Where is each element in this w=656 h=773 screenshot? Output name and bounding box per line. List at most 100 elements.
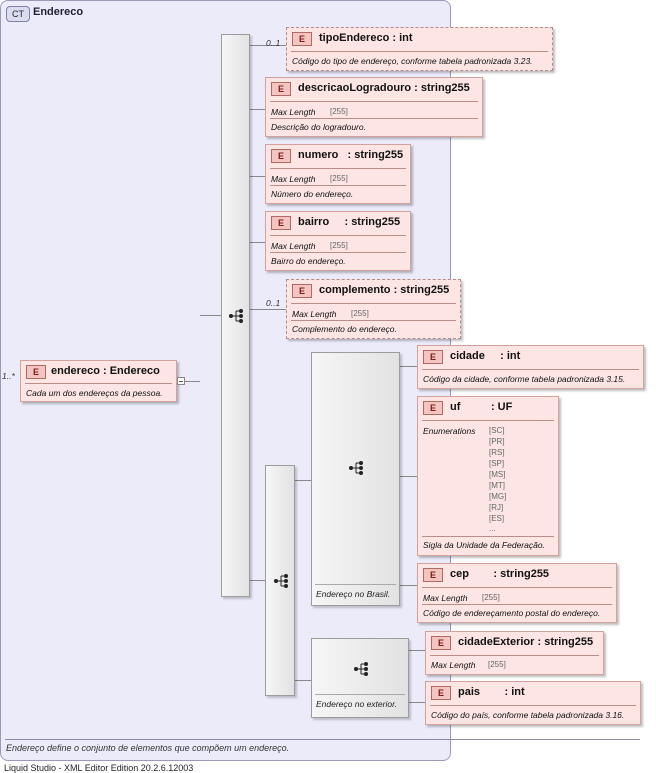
sequence-annotation: Endereço no Brasil.	[316, 589, 391, 599]
element-icon: E	[292, 32, 312, 46]
element-icon: E	[271, 82, 291, 96]
element-endereco[interactable]: E endereco : Endereco Cada um dos endere…	[20, 360, 177, 402]
facet-value: [255]	[488, 660, 506, 669]
element-icon: E	[431, 636, 451, 650]
separator	[315, 584, 396, 585]
separator	[5, 739, 640, 740]
facet-label: Max Length	[271, 107, 316, 117]
element-name: bairro : string255	[298, 216, 401, 228]
app-footer: Liquid Studio - XML Editor Edition 20.2.…	[4, 763, 194, 773]
enum-value: [MG]	[489, 492, 507, 501]
sequence-exterior[interactable]: Endereço no exterior.	[311, 638, 409, 718]
facet-value: [255]	[482, 593, 500, 602]
connector	[250, 309, 286, 310]
element-name: cidadeExterior : string255	[458, 636, 594, 648]
element-icon: E	[271, 216, 291, 230]
sequence-icon	[274, 574, 288, 588]
sequence-brasil[interactable]: Endereço no Brasil.	[311, 352, 400, 606]
complex-type-description: Endereço define o conjunto de elementos …	[6, 743, 290, 753]
facet-value: [255]	[330, 241, 348, 250]
element-name: tipoEndereco : int	[319, 32, 413, 44]
connector	[250, 242, 265, 243]
complex-type-icon: CT	[6, 6, 30, 22]
element-cidadeExterior[interactable]: E cidadeExterior : string255 Max Length …	[425, 631, 604, 675]
element-tipoEndereco[interactable]: E tipoEndereco : int Código do tipo de e…	[286, 27, 553, 71]
element-name: descricaoLogradouro : string255	[298, 82, 470, 94]
element-description: Código do país, conforme tabela padroniz…	[431, 710, 625, 720]
element-description: Código de endereçamento postal do endere…	[423, 608, 601, 618]
connector	[400, 366, 417, 367]
facet-label: Max Length	[431, 660, 476, 670]
facet-label: Max Length	[423, 593, 468, 603]
element-pais[interactable]: E pais : int Código do país, conforme ta…	[425, 681, 641, 725]
connector	[295, 480, 311, 481]
sequence-address-choice[interactable]	[265, 465, 295, 696]
element-description: Complemento do endereço.	[292, 324, 397, 334]
facet-value: [255]	[330, 174, 348, 183]
separator	[422, 369, 639, 370]
sequence-annotation: Endereço no exterior.	[316, 699, 397, 709]
element-description: Bairro do endereço.	[271, 256, 346, 266]
separator	[270, 252, 406, 253]
element-description: Código da cidade, conforme tabela padron…	[423, 374, 626, 384]
element-cidade[interactable]: E cidade : int Código da cidade, conform…	[417, 345, 644, 389]
separator	[270, 185, 406, 186]
element-description: Cada um dos endereços da pessoa.	[26, 388, 163, 398]
separator	[430, 655, 599, 656]
element-descricaoLogradouro[interactable]: E descricaoLogradouro : string255 Max Le…	[265, 77, 483, 137]
separator	[315, 694, 405, 695]
facet-label: Max Length	[292, 309, 337, 319]
element-icon: E	[431, 686, 451, 700]
connector	[400, 585, 417, 586]
enum-value: [ES]	[489, 514, 505, 523]
enum-value: [RJ]	[489, 503, 504, 512]
facet-value: [255]	[351, 309, 369, 318]
facet-value: [255]	[330, 107, 348, 116]
connector	[250, 109, 265, 110]
connector	[409, 650, 425, 651]
enum-value: [MT]	[489, 481, 505, 490]
element-uf[interactable]: E uf : UF Enumerations [SC] [PR] [RS] [S…	[417, 396, 559, 556]
sequence-icon	[229, 309, 243, 323]
connector	[400, 476, 417, 477]
element-name: endereco : Endereco	[51, 365, 160, 377]
element-numero[interactable]: E numero : string255 Max Length [255] Nú…	[265, 144, 411, 204]
sequence-main[interactable]	[221, 34, 250, 597]
enum-value: [SP]	[489, 459, 505, 468]
element-icon: E	[292, 284, 312, 298]
element-cep[interactable]: E cep : string255 Max Length [255] Códig…	[417, 563, 617, 623]
complex-type-title: Endereco	[33, 6, 84, 18]
element-bairro[interactable]: E bairro : string255 Max Length [255] Ba…	[265, 211, 411, 271]
connector	[409, 702, 425, 703]
element-icon: E	[423, 401, 443, 415]
occurs-label: 0..1	[266, 298, 281, 308]
separator	[291, 51, 548, 52]
facet-label: Max Length	[271, 174, 316, 184]
sequence-icon	[354, 662, 368, 676]
separator	[430, 705, 636, 706]
element-name: numero : string255	[298, 149, 404, 161]
collapse-toggle[interactable]	[177, 377, 185, 385]
connector	[295, 680, 311, 681]
enum-value: ...	[489, 524, 496, 533]
occurs-label: 0..1	[266, 38, 281, 48]
separator	[422, 536, 554, 537]
element-icon: E	[423, 568, 443, 582]
element-description: Sigla da Unidade da Federação.	[423, 540, 545, 550]
element-name: pais : int	[458, 686, 525, 698]
separator	[422, 420, 554, 421]
separator	[270, 235, 406, 236]
separator	[291, 320, 456, 321]
enum-value: [SC]	[489, 426, 505, 435]
connector	[250, 580, 265, 581]
element-complemento[interactable]: E complemento : string255 Max Length [25…	[286, 279, 461, 339]
separator	[291, 303, 456, 304]
enum-value: [RS]	[489, 448, 505, 457]
element-icon: E	[423, 350, 443, 364]
element-description: Número do endereço.	[271, 189, 354, 199]
enum-value: [PR]	[489, 437, 505, 446]
element-icon: E	[26, 365, 46, 379]
connector	[250, 45, 286, 46]
facet-label: Enumerations	[423, 426, 476, 436]
enum-value: [MS]	[489, 470, 506, 479]
